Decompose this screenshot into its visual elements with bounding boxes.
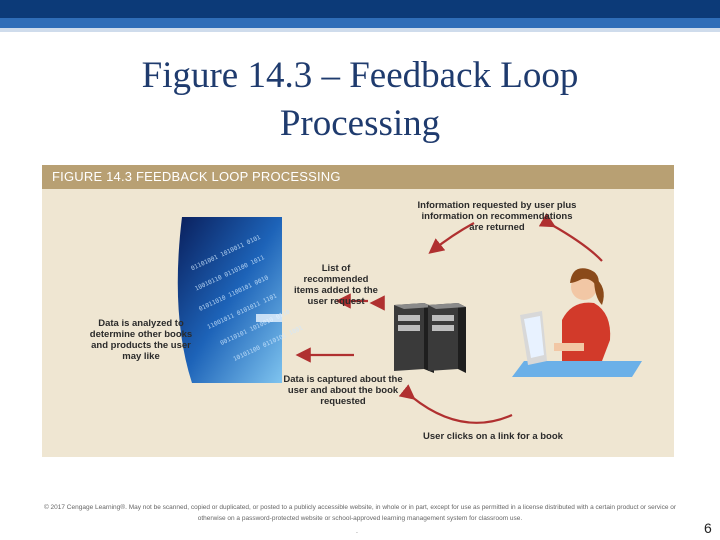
copyright-credit: © 2017 Cengage Learning®. May not be sca… [43, 504, 677, 522]
label-list-added: List of recommended items added to the u… [294, 263, 378, 307]
top-banner [0, 0, 720, 18]
figure-header: FIGURE 14.3 FEEDBACK LOOP PROCESSING [42, 165, 674, 189]
arrow-info-returned [428, 222, 475, 254]
top-banner-stripe [0, 18, 720, 28]
server-icon [394, 303, 466, 373]
top-banner-accent [0, 28, 720, 32]
credit-dot: . [356, 528, 358, 535]
user-at-computer-icon [512, 268, 642, 377]
diagram-graphics: 01101001 1010011 0101 10010110 0110100 1… [177, 212, 642, 424]
binary-data-image: 01101001 1010011 0101 10010110 0110100 1… [177, 217, 304, 383]
label-user-clicks: User clicks on a link for a book [423, 431, 563, 442]
label-data-captured: Data is captured about the user and abou… [283, 374, 403, 407]
label-data-analyzed: Data is analyzed to determine other book… [89, 318, 193, 362]
page-number: 6 [704, 520, 712, 536]
figure-header-text: FIGURE 14.3 FEEDBACK LOOP PROCESSING [52, 169, 341, 184]
arrow-top-right [538, 212, 603, 262]
label-info-requested: Information requested by user plus infor… [417, 200, 577, 233]
arrow-user-clicks [398, 384, 513, 424]
slide-title: Figure 14.3 – Feedback Loop Processing [141, 55, 579, 144]
figure-panel: FIGURE 14.3 FEEDBACK LOOP PROCESSING 011… [42, 165, 674, 457]
